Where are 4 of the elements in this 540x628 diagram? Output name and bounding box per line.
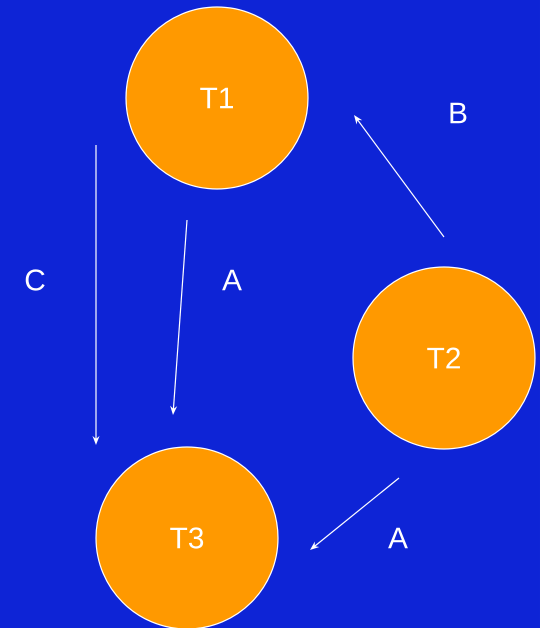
- edge-label: C: [26, 269, 45, 291]
- edge-label: A: [222, 270, 242, 290]
- edge-label: B: [450, 102, 466, 124]
- edge-label: A: [388, 528, 408, 548]
